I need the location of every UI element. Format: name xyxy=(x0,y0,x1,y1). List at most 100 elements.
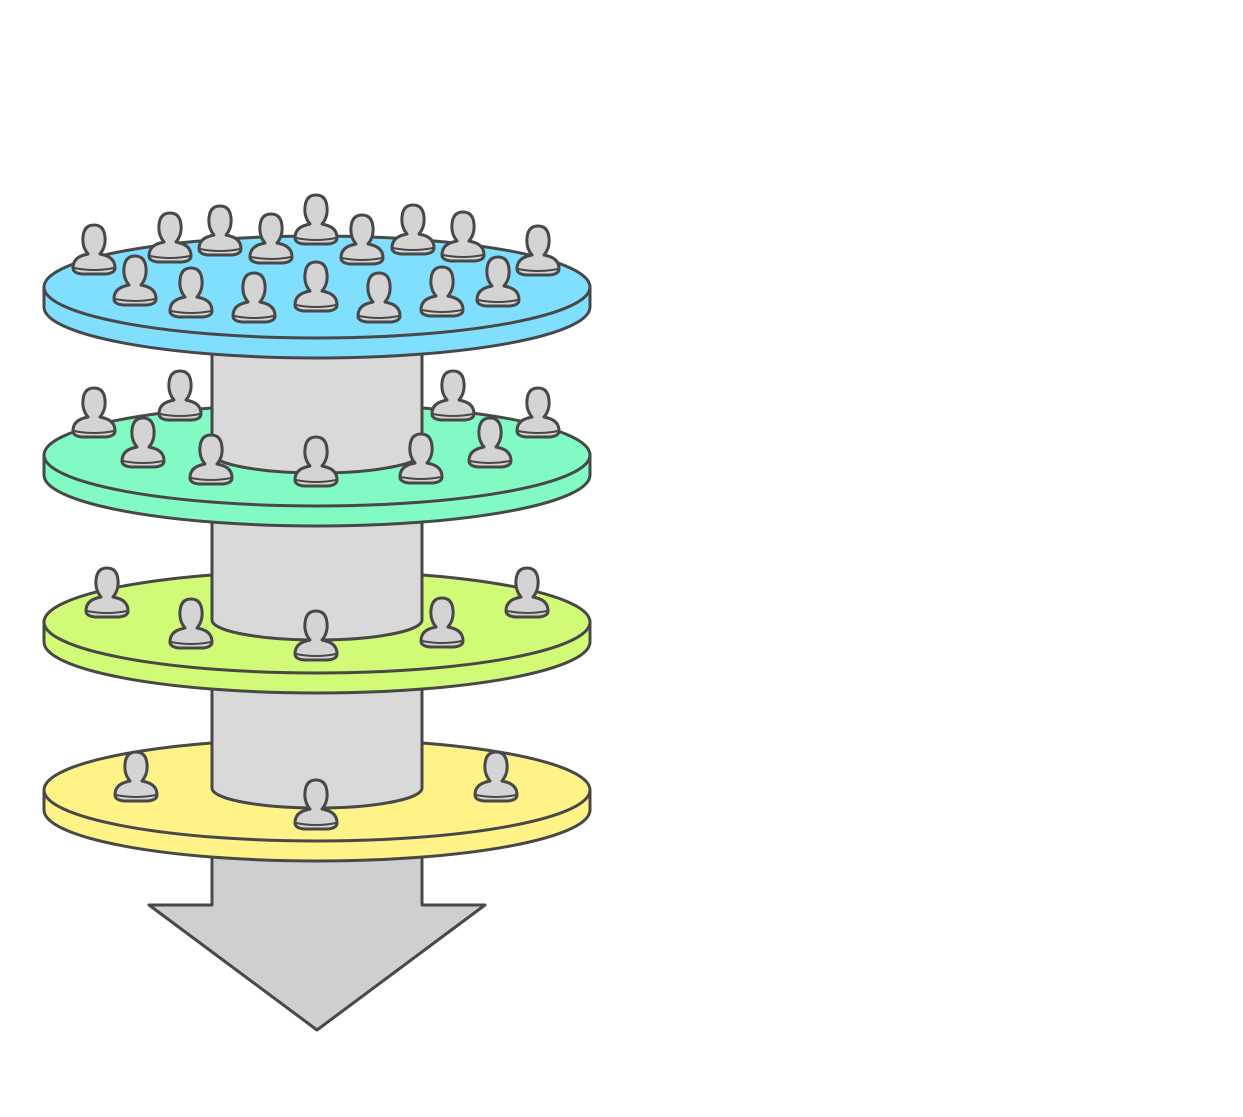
person-base-line xyxy=(114,298,156,302)
tier-3 xyxy=(42,518,592,695)
person-body xyxy=(120,416,166,469)
person-icon xyxy=(71,223,117,276)
person-base-line xyxy=(295,653,337,657)
person-icon xyxy=(84,566,130,619)
person-icon xyxy=(467,416,513,469)
person-icon xyxy=(120,416,166,469)
person-body xyxy=(430,369,476,422)
tier-4 xyxy=(42,685,592,863)
person-base-line xyxy=(190,477,232,481)
person-body xyxy=(475,255,521,308)
person-base-line xyxy=(170,641,212,645)
person-base-line xyxy=(159,413,201,417)
person-base-line xyxy=(400,476,442,480)
person-base-line xyxy=(358,315,400,319)
person-base-line xyxy=(295,304,337,308)
person-body xyxy=(293,193,339,246)
person-body xyxy=(339,213,385,266)
person-body xyxy=(293,435,339,488)
person-icon xyxy=(147,211,193,264)
person-body xyxy=(293,260,339,313)
person-body xyxy=(248,212,294,265)
person-icon xyxy=(112,254,158,307)
person-icon xyxy=(157,369,203,422)
person-base-line xyxy=(392,247,434,251)
person-body xyxy=(293,778,339,831)
down-arrow xyxy=(147,838,487,1032)
person-icon xyxy=(473,750,519,803)
person-base-line xyxy=(442,254,484,258)
person-base-line xyxy=(477,299,519,303)
person-body xyxy=(168,266,214,319)
person-base-line xyxy=(199,248,241,252)
person-body xyxy=(419,265,465,318)
person-body xyxy=(440,210,486,263)
person-base-line xyxy=(469,460,511,464)
person-icon xyxy=(168,597,214,650)
person-body xyxy=(504,566,550,619)
person-icon xyxy=(419,596,465,649)
person-base-line xyxy=(421,309,463,313)
person-base-line xyxy=(170,310,212,314)
person-icon xyxy=(504,566,550,619)
person-icon xyxy=(231,271,277,324)
person-icon xyxy=(113,750,159,803)
person-base-line xyxy=(73,430,115,434)
person-icon xyxy=(188,433,234,486)
person-base-line xyxy=(295,237,337,241)
person-base-line xyxy=(421,640,463,644)
person-icon xyxy=(248,212,294,265)
person-base-line xyxy=(295,479,337,483)
person-icon xyxy=(71,386,117,439)
person-icon xyxy=(293,778,339,831)
person-base-line xyxy=(506,610,548,614)
person-base-line xyxy=(432,413,474,417)
person-base-line xyxy=(149,255,191,259)
person-body xyxy=(157,369,203,422)
person-body xyxy=(398,432,444,485)
person-body xyxy=(356,271,402,324)
person-body xyxy=(390,203,436,256)
person-base-line xyxy=(115,794,157,798)
person-icon xyxy=(293,609,339,662)
person-icon xyxy=(515,224,561,277)
person-icon xyxy=(293,435,339,488)
person-body xyxy=(71,386,117,439)
person-icon xyxy=(293,260,339,313)
person-body xyxy=(197,204,243,257)
person-icon xyxy=(475,255,521,308)
person-icon xyxy=(515,386,561,439)
person-body xyxy=(147,211,193,264)
person-body xyxy=(515,224,561,277)
person-base-line xyxy=(73,267,115,271)
person-icon xyxy=(339,213,385,266)
person-icon xyxy=(197,204,243,257)
person-icon xyxy=(430,369,476,422)
person-icon xyxy=(419,265,465,318)
person-body xyxy=(293,609,339,662)
person-body xyxy=(112,254,158,307)
person-body xyxy=(467,416,513,469)
tier-2 xyxy=(42,350,592,528)
person-body xyxy=(419,596,465,649)
person-icon xyxy=(356,271,402,324)
person-base-line xyxy=(122,460,164,464)
person-base-line xyxy=(86,610,128,614)
person-body xyxy=(473,750,519,803)
person-base-line xyxy=(250,256,292,260)
person-body xyxy=(168,597,214,650)
person-base-line xyxy=(233,315,275,319)
person-body xyxy=(71,223,117,276)
person-icon xyxy=(398,432,444,485)
person-base-line xyxy=(295,822,337,826)
person-icon xyxy=(390,203,436,256)
person-body xyxy=(231,271,277,324)
tier-1 xyxy=(42,193,592,360)
person-body xyxy=(84,566,130,619)
person-body xyxy=(188,433,234,486)
person-base-line xyxy=(341,257,383,261)
person-base-line xyxy=(517,268,559,272)
person-base-line xyxy=(475,794,517,798)
